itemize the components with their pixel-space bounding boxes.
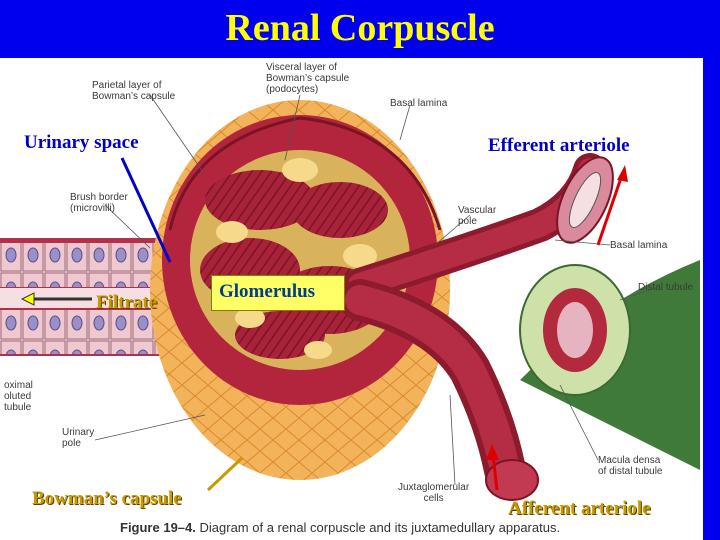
bowmans-capsule-pointer <box>206 456 244 492</box>
figure-number: Figure 19–4. <box>120 520 196 535</box>
overlay-label-bowmans-capsule: Bowman’s capsule <box>32 488 182 509</box>
title-bar <box>0 0 720 58</box>
overlay-arrows <box>20 157 628 492</box>
label-brush-border: Brush border(microvilli) <box>70 192 128 214</box>
right-border-strip <box>703 58 720 540</box>
overlay-label-filtrate: Filtrate <box>96 292 158 313</box>
label-distal-tubule: Distal tubule <box>638 282 694 293</box>
overlay-label-urinary-space: Urinary space <box>24 132 139 153</box>
overlay-label-efferent-arteriole: Efferent arteriole <box>488 135 630 156</box>
filtrate-arrowhead <box>20 292 35 306</box>
figure-caption: Figure 19–4. Diagram of a renal corpuscl… <box>120 520 560 535</box>
glomerulus-label-box <box>211 275 345 311</box>
figure-leader-lines <box>94 94 656 486</box>
urinary-space-pointer <box>120 157 172 263</box>
overlay-label-afferent-arteriole: Afferent arteriole <box>508 498 651 519</box>
glomerulus-tuft <box>190 150 410 370</box>
slide-title: Renal Corpuscle <box>225 7 495 49</box>
overlay-label-glomerulus: Glomerulus <box>219 281 316 302</box>
label-basal-lamina-top: Basal lamina <box>390 98 448 109</box>
label-basal-lamina-right: Basal lamina <box>610 240 668 251</box>
figure-caption-text: Diagram of a renal corpuscle and its jux… <box>199 520 561 535</box>
distal-tubule <box>519 260 700 470</box>
afferent-arrow <box>491 454 499 491</box>
efferent-arrowhead <box>617 165 628 182</box>
afferent-arrowhead <box>486 444 499 460</box>
efferent-arrow <box>596 174 624 246</box>
